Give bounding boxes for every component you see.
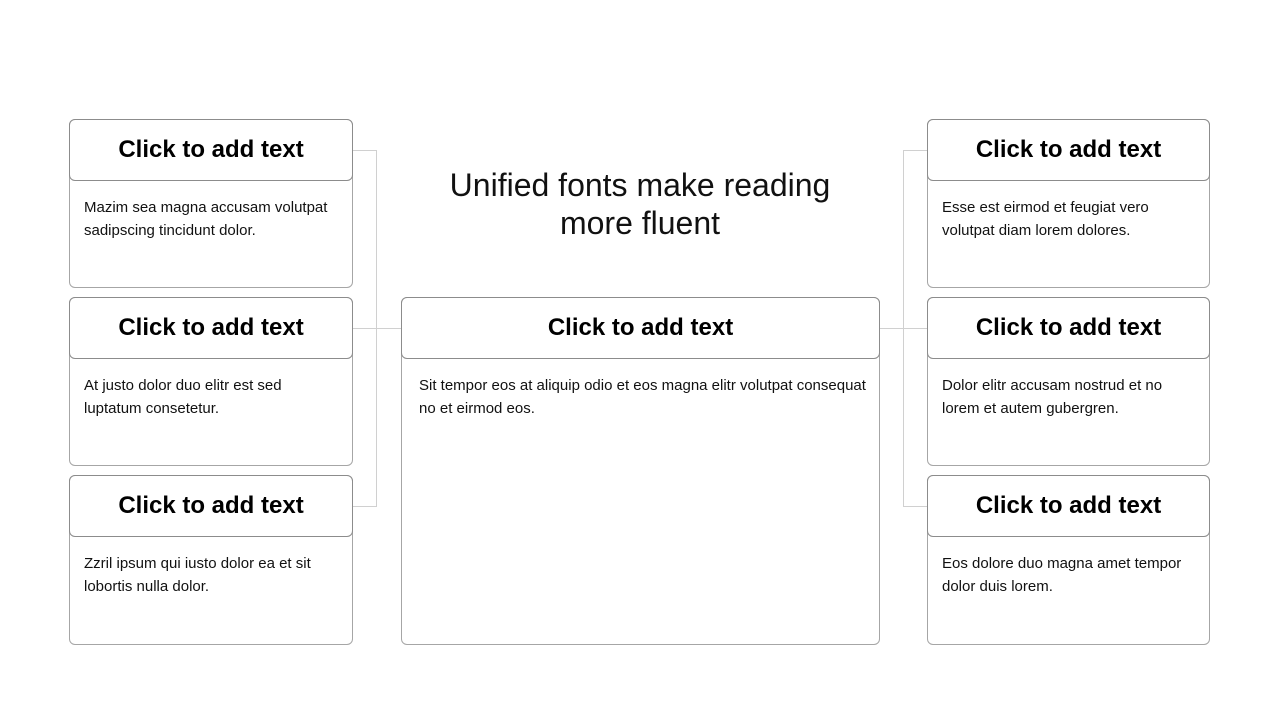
card-body-text[interactable]: Mazim sea magna accusam volutpat sadipsc… (84, 199, 328, 239)
card-heading[interactable]: Click to add text (401, 297, 880, 359)
card-body-text[interactable]: Dolor elitr accusam nostrud et no lorem … (942, 377, 1163, 417)
left-card-3[interactable]: Click to add text Zzril ipsum qui iusto … (69, 475, 353, 645)
card-body-text[interactable]: At justo dolor duo elitr est sed luptatu… (84, 377, 282, 417)
card-heading[interactable]: Click to add text (69, 297, 353, 359)
connector-line (903, 150, 927, 151)
card-heading[interactable]: Click to add text (69, 119, 353, 181)
connector-line (879, 328, 927, 329)
card-body-text[interactable]: Eos dolore duo magna amet tempor dolor d… (942, 555, 1182, 595)
connector-line (903, 506, 927, 507)
card-heading[interactable]: Click to add text (927, 297, 1210, 359)
card-body-text[interactable]: Sit tempor eos at aliquip odio et eos ma… (419, 377, 866, 417)
left-card-1[interactable]: Click to add text Mazim sea magna accusa… (69, 119, 353, 288)
right-card-1[interactable]: Click to add text Esse est eirmod et feu… (927, 119, 1210, 288)
center-card[interactable]: Click to add text Sit tempor eos at aliq… (401, 297, 880, 645)
connector-line (352, 150, 376, 151)
card-heading[interactable]: Click to add text (69, 475, 353, 537)
slide-title[interactable]: Unified fonts make reading more fluent (449, 167, 831, 241)
card-heading[interactable]: Click to add text (927, 119, 1210, 181)
connector-line (352, 328, 401, 329)
connector-line (352, 506, 376, 507)
right-card-3[interactable]: Click to add text Eos dolore duo magna a… (927, 475, 1210, 645)
left-card-2[interactable]: Click to add text At justo dolor duo eli… (69, 297, 353, 466)
right-card-2[interactable]: Click to add text Dolor elitr accusam no… (927, 297, 1210, 466)
card-body-text[interactable]: Esse est eirmod et feugiat vero volutpat… (942, 199, 1149, 239)
card-heading[interactable]: Click to add text (927, 475, 1210, 537)
card-body-text[interactable]: Zzril ipsum qui iusto dolor ea et sit lo… (84, 555, 311, 595)
